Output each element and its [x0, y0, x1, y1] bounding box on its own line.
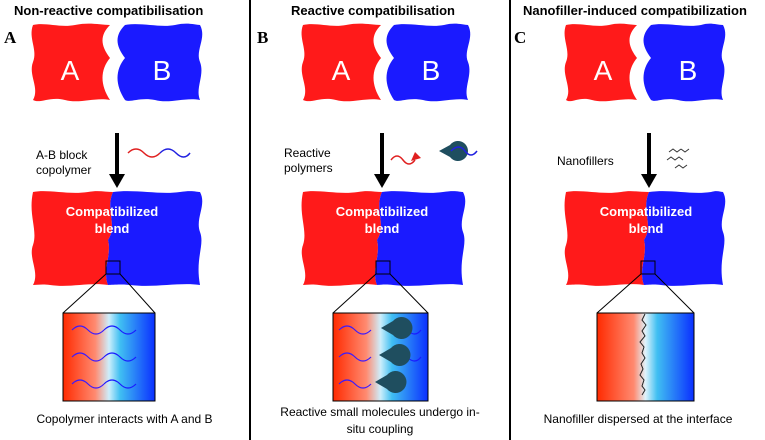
phase-b-block — [386, 23, 471, 102]
panel-c-diagram: A B Compatibilized blend — [564, 23, 726, 402]
down-arrow-head — [374, 174, 390, 188]
panel-a-diagram: A B Compatibilized blend — [31, 23, 203, 402]
panel-a: Non-reactive compatibilisation A A B Com… — [0, 0, 249, 440]
phase-a-block — [564, 23, 637, 102]
phase-a-label: A — [61, 55, 80, 86]
panel-title: Nanofiller-induced compatibilization — [523, 3, 747, 18]
zoom-box — [640, 260, 656, 275]
pacman-icon — [439, 141, 468, 161]
nanofiller-icon — [666, 148, 690, 169]
panel-b-diagram: A B Compatibilized blend — [301, 23, 478, 402]
blend-title-line2: blend — [629, 221, 664, 236]
down-arrow-head — [109, 174, 125, 188]
panel-b: Reactive compatibilisation B A B Com — [251, 0, 509, 440]
panel-caption: Reactive small molecules undergo in- sit… — [280, 405, 480, 436]
blend-title-line2: blend — [365, 221, 400, 236]
phase-b-block — [117, 23, 203, 102]
phase-b-label: B — [422, 55, 441, 86]
reactive-polymer-icon — [390, 155, 416, 165]
panel-divider — [509, 0, 511, 440]
phase-a-label: A — [332, 55, 351, 86]
coupling-pacmen — [375, 317, 413, 393]
nanofiller-interface-line — [639, 313, 647, 396]
block-copolymer-icon — [127, 148, 161, 158]
blend-title-line1: Compatibilized — [66, 204, 159, 219]
phase-b-block — [643, 23, 726, 102]
blend-blue — [642, 191, 726, 286]
interface-zoom — [62, 312, 156, 402]
phase-a-block — [301, 23, 381, 102]
panel-letter: B — [257, 28, 269, 47]
blend-red — [564, 191, 649, 286]
blend-title-line1: Compatibilized — [336, 204, 429, 219]
zoom-box — [375, 260, 391, 275]
blend-title-line1: Compatibilized — [600, 204, 693, 219]
additive-label: Nanofillers — [557, 154, 614, 168]
panel-title: Non-reactive compatibilisation — [14, 3, 204, 18]
panel-letter: A — [4, 28, 17, 47]
panel-divider — [249, 0, 251, 440]
panel-c: Nanofiller-induced compatibilization C A… — [511, 0, 765, 440]
phase-b-label: B — [153, 55, 172, 86]
panel-title: Reactive compatibilisation — [291, 3, 455, 18]
panel-caption: Nanofiller dispersed at the interface — [543, 412, 733, 426]
panel-caption: Copolymer interacts with A and B — [36, 412, 213, 426]
panel-letter: C — [514, 28, 527, 47]
zoom-box — [105, 260, 121, 275]
blend-red — [31, 191, 113, 286]
phase-b-label: B — [679, 55, 698, 86]
down-arrow-head — [641, 174, 657, 188]
interface-zoom — [596, 312, 695, 402]
additive-label: A-B block copolymer — [36, 148, 92, 177]
blend-red — [301, 191, 382, 286]
phase-a-block — [31, 23, 110, 102]
additive-label: Reactive polymers — [284, 146, 333, 175]
blend-blue — [106, 191, 203, 286]
copolymer-chains — [71, 325, 137, 389]
blend-title-line2: blend — [95, 221, 130, 236]
phase-a-label: A — [594, 55, 613, 86]
blend-blue — [375, 191, 466, 286]
